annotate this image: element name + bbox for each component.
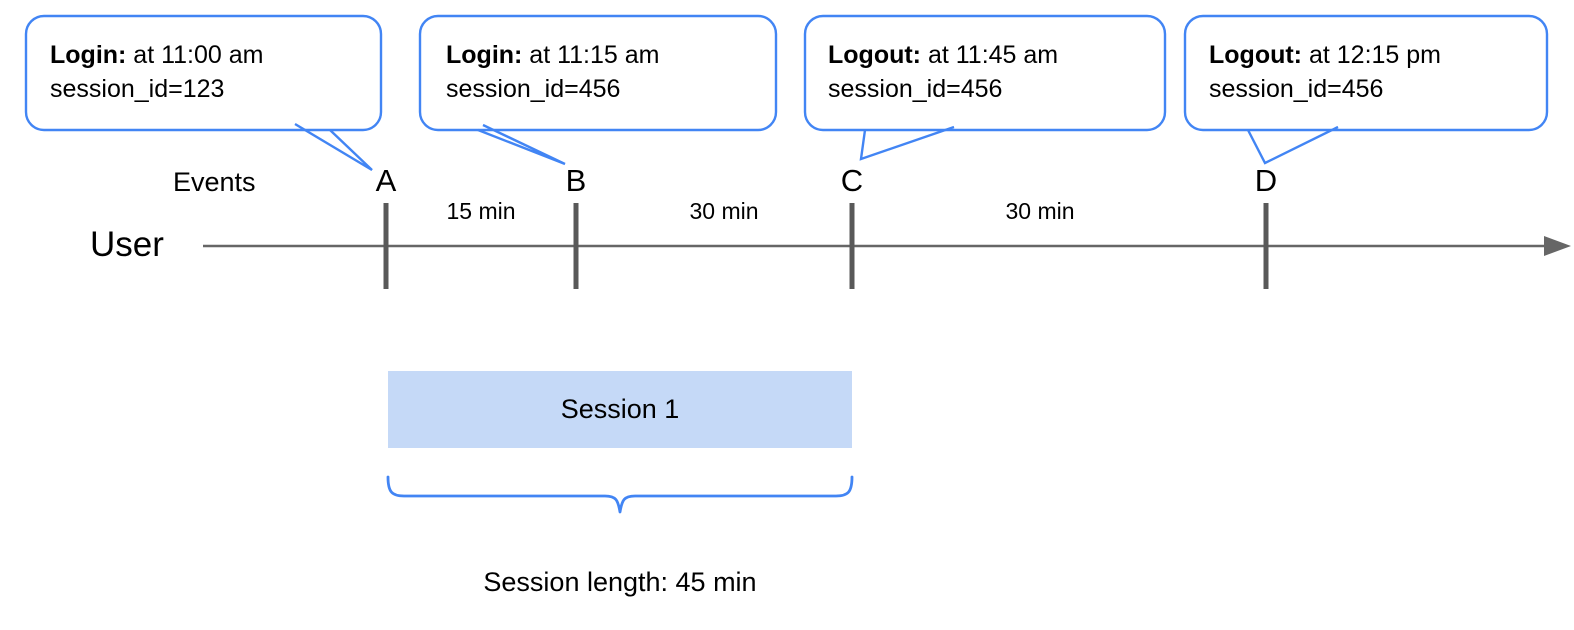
callout-4-time: at 12:15 pm: [1302, 41, 1441, 69]
callout-1-line1: Login: at 11:00 am: [50, 38, 263, 72]
callout-3-line1: Logout: at 11:45 am: [828, 38, 1058, 72]
session-brace: [386, 475, 854, 514]
session-length-label: Session length: 45 min: [483, 567, 757, 597]
gap-label-a-b: 15 min: [446, 198, 516, 224]
marker-label-c: C: [840, 163, 864, 198]
callout-2-time: at 11:15 am: [522, 41, 660, 69]
callout-1-tail: [294, 122, 373, 172]
callout-1-time: at 11:00 am: [126, 41, 264, 69]
callout-2-event: Login:: [446, 41, 523, 69]
gap-label-c-d: 30 min: [1005, 198, 1075, 224]
callout-4-tail: [1246, 125, 1339, 165]
callout-4-line2: session_id=456: [1209, 75, 1384, 103]
callout-3-text: Logout: at 11:45 am session_id=456: [828, 38, 1058, 106]
callout-1-line2: session_id=123: [50, 75, 225, 103]
callout-2-line2: session_id=456: [446, 75, 621, 103]
callout-2-tail: [477, 123, 566, 166]
callout-1-text: Login: at 11:00 am session_id=123: [50, 38, 263, 106]
callout-2-line1: Login: at 11:15 am: [446, 38, 659, 72]
session-brace-path: [386, 475, 854, 514]
callout-4-event: Logout:: [1209, 41, 1303, 69]
callout-3-event: Logout:: [828, 41, 922, 69]
row-label-user: User: [90, 225, 164, 264]
marker-label-a: A: [375, 163, 397, 198]
callout-4-text: Logout: at 12:15 pm session_id=456: [1209, 38, 1441, 106]
gap-label-b-c: 30 min: [689, 198, 759, 224]
callout-1-event: Login:: [50, 41, 127, 69]
callout-3-time: at 11:45 am: [921, 41, 1059, 69]
timeline-arrowhead: [1544, 236, 1571, 256]
callout-2-text: Login: at 11:15 am session_id=456: [446, 38, 659, 106]
session-bar-label: Session 1: [560, 394, 680, 424]
marker-label-b: B: [565, 163, 587, 198]
callout-3-tail: [859, 125, 955, 161]
callout-3-line2: session_id=456: [828, 75, 1003, 103]
row-label-events: Events: [173, 167, 256, 197]
callout-4-line1: Logout: at 12:15 pm: [1209, 38, 1441, 72]
timeline-axis: [203, 236, 1571, 256]
session-bar[interactable]: Session 1: [388, 371, 852, 448]
marker-label-d: D: [1254, 163, 1278, 198]
